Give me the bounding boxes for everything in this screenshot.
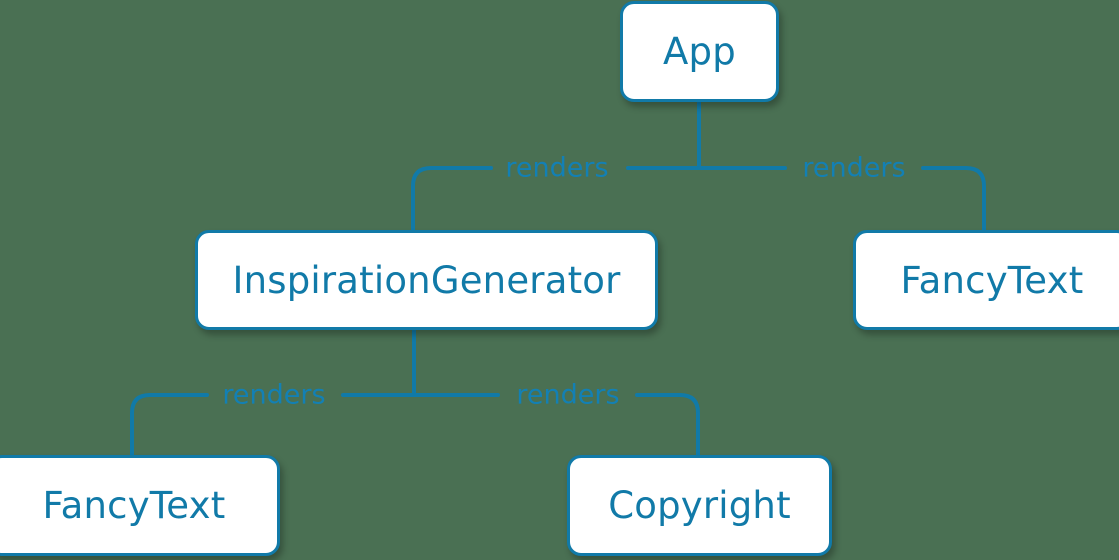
edge-app-to-inspiration [411,166,433,232]
edge-label-inspiration-to-fancytext: renders [222,379,326,411]
node-copyright-label: Copyright [608,484,791,527]
edge-inspiration-to-copyright [678,393,700,457]
node-inspiration-generator-label: InspirationGenerator [232,258,621,302]
edge-label-app-to-fancytext: renders [802,152,906,184]
edge-label-inspiration-to-copyright: renders [516,379,620,411]
node-inspiration-generator[interactable]: InspirationGenerator [195,230,658,330]
edge-inspiration-to-fancytext [130,393,152,457]
node-fancytext-right[interactable]: FancyText [853,230,1119,330]
node-app[interactable]: App [620,1,779,102]
node-app-label: App [663,30,736,73]
node-fancytext-left-label: FancyText [42,484,226,527]
node-fancytext-right-label: FancyText [900,258,1084,302]
node-fancytext-left[interactable]: FancyText [0,455,280,556]
edge-app-to-fancytext [964,166,986,232]
edge-label-app-to-inspiration: renders [505,152,609,184]
node-copyright[interactable]: Copyright [567,455,832,556]
